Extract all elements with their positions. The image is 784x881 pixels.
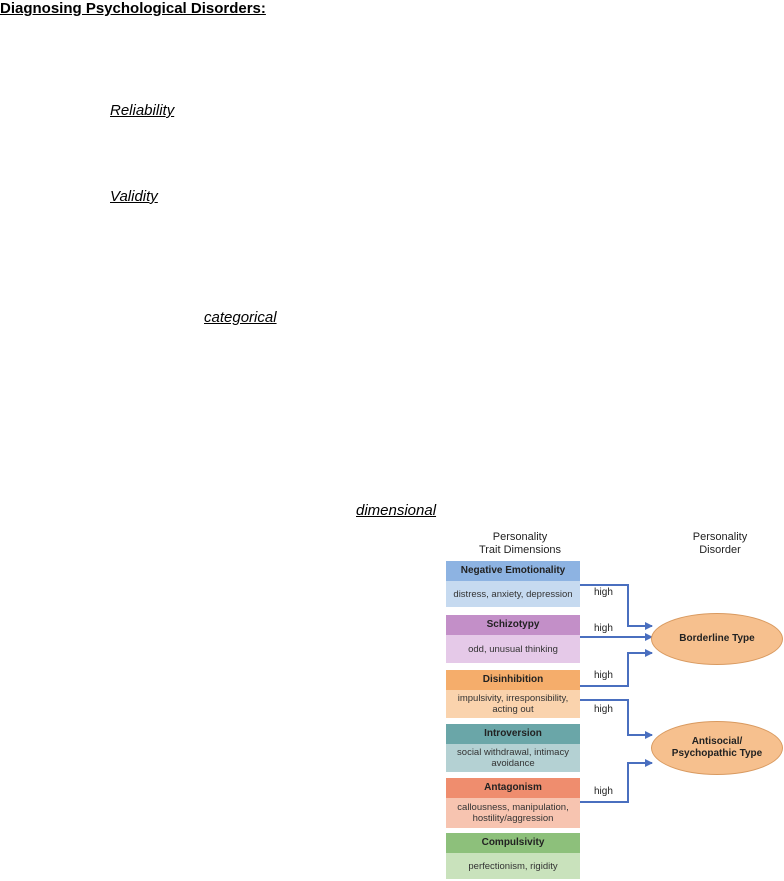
trait-header-line1: Personality bbox=[492, 531, 548, 543]
arrow-negative-emotionality bbox=[580, 584, 653, 630]
high-label: high bbox=[594, 670, 613, 681]
trait-name: Negative Emotionality bbox=[446, 561, 580, 581]
trait-desc: callousness, manipulation, hostility/agg… bbox=[446, 798, 580, 828]
trait-name: Antagonism bbox=[446, 778, 580, 798]
arrow-connectors bbox=[580, 584, 653, 803]
antisocial-type-oval: Antisocial/ Psychopathic Type bbox=[651, 721, 783, 775]
term-reliability: Reliability bbox=[110, 102, 175, 119]
trait-desc: impulsivity, irresponsibility, acting ou… bbox=[446, 690, 580, 718]
high-label: high bbox=[594, 704, 613, 715]
arrow-disinhibition-borderline bbox=[580, 649, 653, 687]
trait-desc: social withdrawal, intimacy avoidance bbox=[446, 744, 580, 772]
term-categorical: categorical bbox=[204, 309, 277, 326]
trait-name: Compulsivity bbox=[446, 833, 580, 853]
trait-name: Schizotypy bbox=[446, 615, 580, 635]
high-label: high bbox=[594, 587, 613, 598]
trait-name: Introversion bbox=[446, 724, 580, 744]
trait-desc: distress, anxiety, depression bbox=[446, 581, 580, 607]
page-title: Diagnosing Psychological Disorders: bbox=[0, 0, 266, 17]
antisocial-line2: Psychopathic Type bbox=[671, 748, 763, 759]
trait-disinhibition: Disinhibition impulsivity, irresponsibil… bbox=[446, 670, 580, 718]
trait-name: Disinhibition bbox=[446, 670, 580, 690]
term-validity: Validity bbox=[110, 188, 158, 205]
trait-header-line2: Trait Dimensions bbox=[478, 544, 562, 556]
disorder-header-line2: Disorder bbox=[699, 544, 741, 556]
disorder-header: Personality Disorder bbox=[670, 531, 770, 557]
personality-diagram: Personality Trait Dimensions Personality… bbox=[440, 528, 784, 881]
arrow-antagonism bbox=[580, 759, 653, 803]
high-label: high bbox=[594, 786, 613, 797]
trait-desc: perfectionism, rigidity bbox=[446, 853, 580, 879]
term-dimensional: dimensional bbox=[356, 502, 437, 519]
borderline-type-oval: Borderline Type bbox=[651, 613, 783, 665]
antisocial-line1: Antisocial/ bbox=[691, 736, 743, 747]
trait-dimensions-header: Personality Trait Dimensions bbox=[460, 531, 580, 557]
trait-antagonism: Antagonism callousness, manipulation, ho… bbox=[446, 778, 580, 828]
high-label: high bbox=[594, 623, 613, 634]
trait-schizotypy: Schizotypy odd, unusual thinking bbox=[446, 615, 580, 663]
disorder-header-line1: Personality bbox=[692, 531, 748, 543]
trait-desc: odd, unusual thinking bbox=[446, 635, 580, 663]
arrow-disinhibition-antisocial bbox=[580, 699, 653, 739]
trait-compulsivity: Compulsivity perfectionism, rigidity bbox=[446, 833, 580, 879]
trait-introversion: Introversion social withdrawal, intimacy… bbox=[446, 724, 580, 772]
trait-negative-emotionality: Negative Emotionality distress, anxiety,… bbox=[446, 561, 580, 607]
